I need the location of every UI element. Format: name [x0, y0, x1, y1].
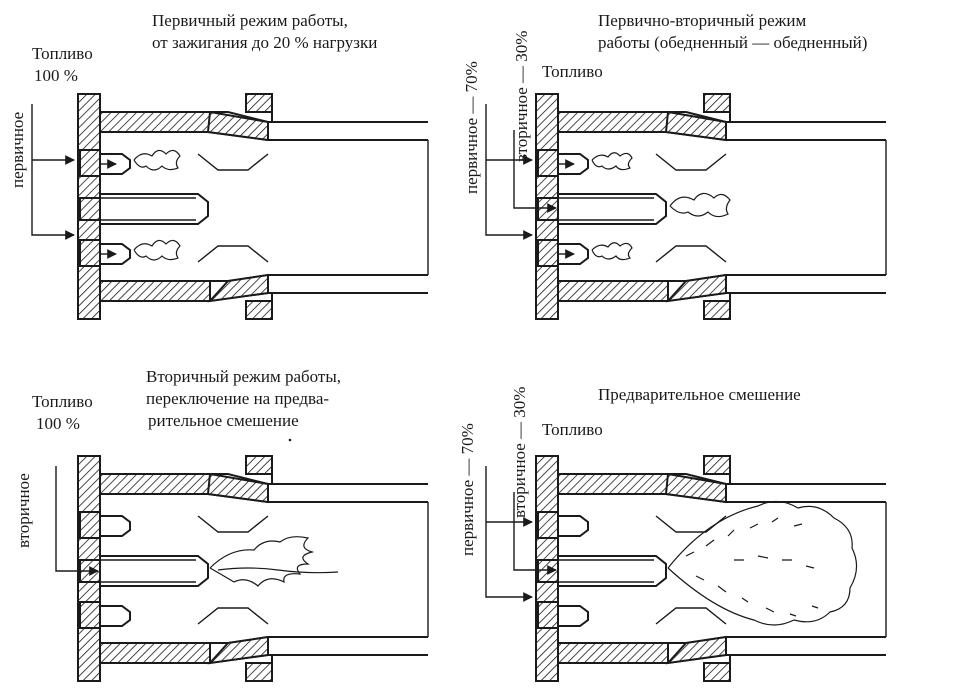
panel-3-title: Вторичный режим работы, переключение на … — [146, 366, 341, 432]
panel-3-title-line-1: Вторичный режим работы, — [146, 367, 342, 386]
panel-2-side-label-primary: первичное — 70% — [462, 61, 481, 194]
stray-dot — [288, 438, 292, 442]
panel-2-combustor — [485, 93, 887, 320]
panel-1-fuel-percent: 100 % — [34, 66, 78, 85]
panel-3-fuel-label: Топливо — [32, 392, 93, 411]
panel-3-side-label-secondary: вторичное — [14, 473, 33, 548]
panel-4-title: Предварительное смешение — [598, 384, 801, 406]
panel-3-title-line-3: рительное смешение — [148, 411, 299, 430]
panel-2-title: Первично-вторичный режим работы (обеднен… — [598, 10, 867, 54]
panel-4-title-line-1: Предварительное смешение — [598, 385, 801, 404]
panel-1-fuel-label: Топливо — [32, 44, 93, 63]
panel-3-fuel-percent: 100 % — [36, 414, 80, 433]
panel-3-title-line-2: переключение на предва- — [146, 389, 330, 408]
panel-1-title: Первичный режим работы, от зажигания до … — [152, 10, 377, 54]
panel-1-combustor — [31, 93, 429, 320]
panel-3-combustor — [55, 455, 429, 682]
panel-1-title-line-2: от зажигания до 20 % нагрузки — [152, 33, 378, 52]
panel-2-title-line-1: Первично-вторичный режим — [598, 11, 807, 30]
panel-4-fuel-label: Топливо — [542, 420, 603, 439]
panel-4-combustor — [485, 455, 887, 682]
panel-4-side-label-secondary: вторичное — 30% — [510, 386, 529, 518]
panel-2-side-label-secondary: вторичное — 30% — [512, 30, 531, 162]
panel-2-fuel-label: Топливо — [542, 62, 603, 81]
panel-4-side-label-primary: первичное — 70% — [458, 423, 477, 556]
panel-1-title-line-1: Первичный режим работы, — [152, 11, 348, 30]
panel-2-title-line-2: работы (обедненный — обедненный) — [598, 33, 868, 52]
panel-1-side-label-primary: первичное — [8, 111, 27, 188]
